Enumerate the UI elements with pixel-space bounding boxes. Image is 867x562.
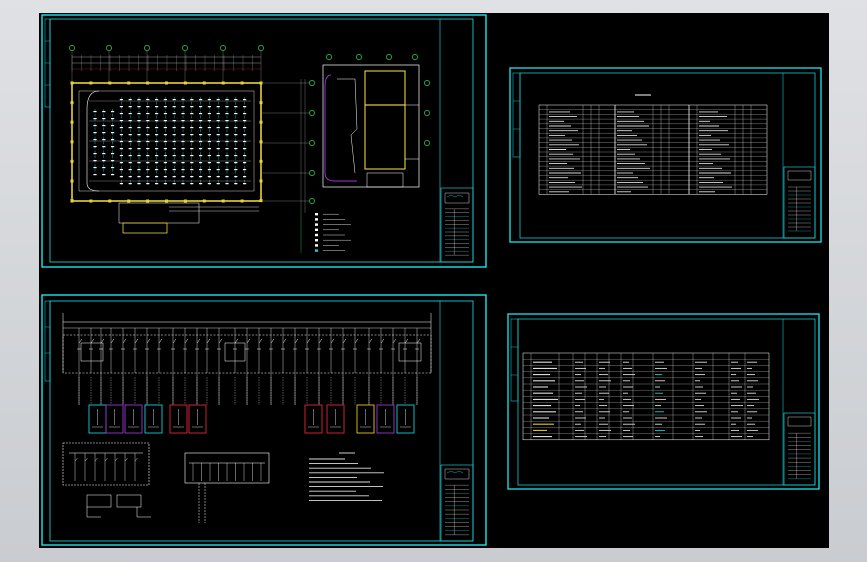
design-notes [309,452,384,501]
distribution-boxes[interactable] [88,404,415,434]
breaker-symbol-icon [391,338,397,350]
sheet-single-line[interactable] [41,294,487,546]
breaker-symbol-icon [217,338,223,350]
breaker-symbol-icon [233,338,239,350]
drawing-canvas[interactable] [39,13,829,548]
binding-strip [510,318,519,402]
breaker-symbol-icon [367,338,373,350]
axis-grid-top [69,45,264,83]
grid-bubble-icon [106,45,112,51]
dimension-lines [72,56,261,70]
breaker-symbol-icon [183,338,189,350]
model-space[interactable] [39,13,829,548]
breaker-symbol-icon [257,338,263,350]
grid-bubble-icon [386,54,392,60]
circuit-box-icon[interactable] [376,404,395,434]
circuit-box-icon[interactable] [304,404,323,434]
circuit-box-icon[interactable] [124,404,143,434]
annex-room [118,202,200,224]
breaker-symbol-icon [77,338,83,350]
sheet-border [507,313,820,490]
grid-bubble-icon [220,45,226,51]
lighting-layout[interactable] [89,97,251,185]
grid-bubble-icon [424,110,430,116]
sub-panel-middle[interactable] [184,452,270,523]
breaker-symbol-icon [195,338,201,350]
breaker-symbol-icon [341,338,347,350]
title-block[interactable] [440,187,474,263]
detail-plan[interactable] [322,64,420,188]
breaker-symbol-icon [281,338,287,350]
sheet-border [41,14,487,268]
breaker-symbol-icon [415,338,421,350]
breaker-symbol-icon [269,338,275,350]
drawing-frame [517,318,816,486]
grid-bubble-icon [309,80,315,86]
breaker-symbol-icon [205,338,211,350]
title-block-icon [444,192,470,204]
circuit-box-icon[interactable] [144,404,163,434]
title-block-icon [787,416,812,427]
axis-grid-right [261,54,430,213]
grid-bubble-icon [309,140,315,146]
feeder-circuits[interactable] [77,328,422,405]
breaker-symbol-icon [99,338,105,350]
grid-bubble-icon [412,54,418,60]
title-block[interactable] [440,464,474,542]
sheet-equipment-list[interactable] [509,67,822,243]
grid-bubble-icon [69,45,75,51]
title-block[interactable] [783,166,816,239]
building-plan[interactable] [70,81,263,234]
drawing-frame [49,18,474,263]
circuit-box-icon[interactable] [169,404,188,434]
grid-bubble-icon [424,80,430,86]
symbol-legend[interactable] [300,213,351,253]
binding-strip [44,18,51,108]
title-block[interactable] [783,412,816,486]
breaker-symbol-icon [245,338,251,350]
breaker-symbol-icon [293,338,299,350]
breaker-symbol-icon [379,338,385,350]
load-calculation-table[interactable] [522,352,770,441]
title-block-icon [787,170,812,181]
breaker-symbol-icon [109,338,115,350]
breaker-symbol-icon [305,338,311,350]
circuit-box-icon[interactable] [356,404,375,434]
breaker-symbol-icon [121,338,127,350]
grid-bubble-icon [309,170,315,176]
breaker-symbol-icon [403,338,409,350]
circuit-box-icon[interactable] [326,404,345,434]
breaker-symbol-icon [171,338,177,350]
breaker-symbol-icon [133,338,139,350]
grid-bubble-icon [182,45,188,51]
breaker-symbol-icon [157,338,163,350]
grid-bubble-icon [309,198,315,204]
sheet-load-schedule[interactable] [507,313,820,490]
binding-strip [512,72,521,158]
grid-bubble-icon [326,54,332,60]
grid-bubble-icon [258,45,264,51]
grid-bubble-icon [356,54,362,60]
binding-strip [44,300,51,382]
circuit-box-icon[interactable] [188,404,207,434]
breaker-symbol-icon [145,338,151,350]
grid-bubble-icon [144,45,150,51]
sheet-border [509,67,822,243]
breaker-symbol-icon [353,338,359,350]
grid-bubble-icon [309,110,315,116]
material-table[interactable] [538,104,768,195]
drawing-frame [519,72,816,239]
sheet-border [41,294,487,546]
grid-bubble-icon [424,140,430,146]
breaker-symbol-icon [329,338,335,350]
circuit-box-icon[interactable] [396,404,415,434]
breaker-symbol-icon [89,338,95,350]
drawing-frame [49,300,474,542]
sub-panel-left[interactable] [62,442,151,518]
breaker-symbol-icon [317,338,323,350]
circuit-box-icon[interactable] [105,404,124,434]
sheet-floor-plan[interactable] [41,14,487,268]
title-block-icon [444,468,470,480]
